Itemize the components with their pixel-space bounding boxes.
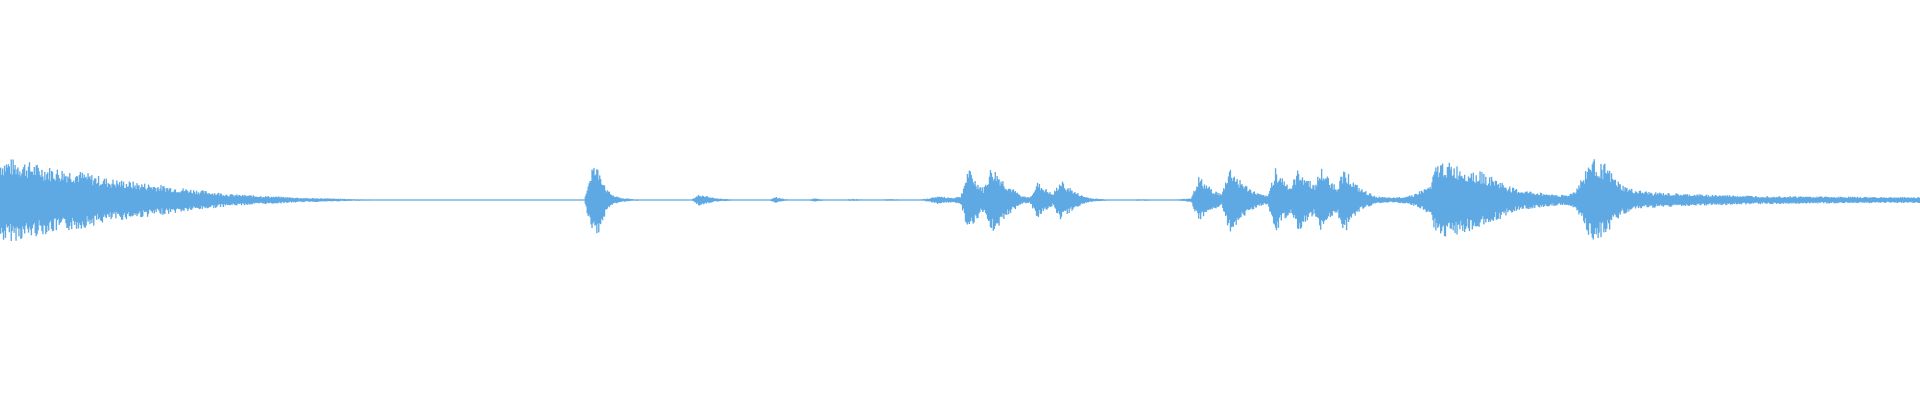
waveform-center-line bbox=[0, 199, 1920, 201]
waveform-signal bbox=[0, 159, 1920, 242]
